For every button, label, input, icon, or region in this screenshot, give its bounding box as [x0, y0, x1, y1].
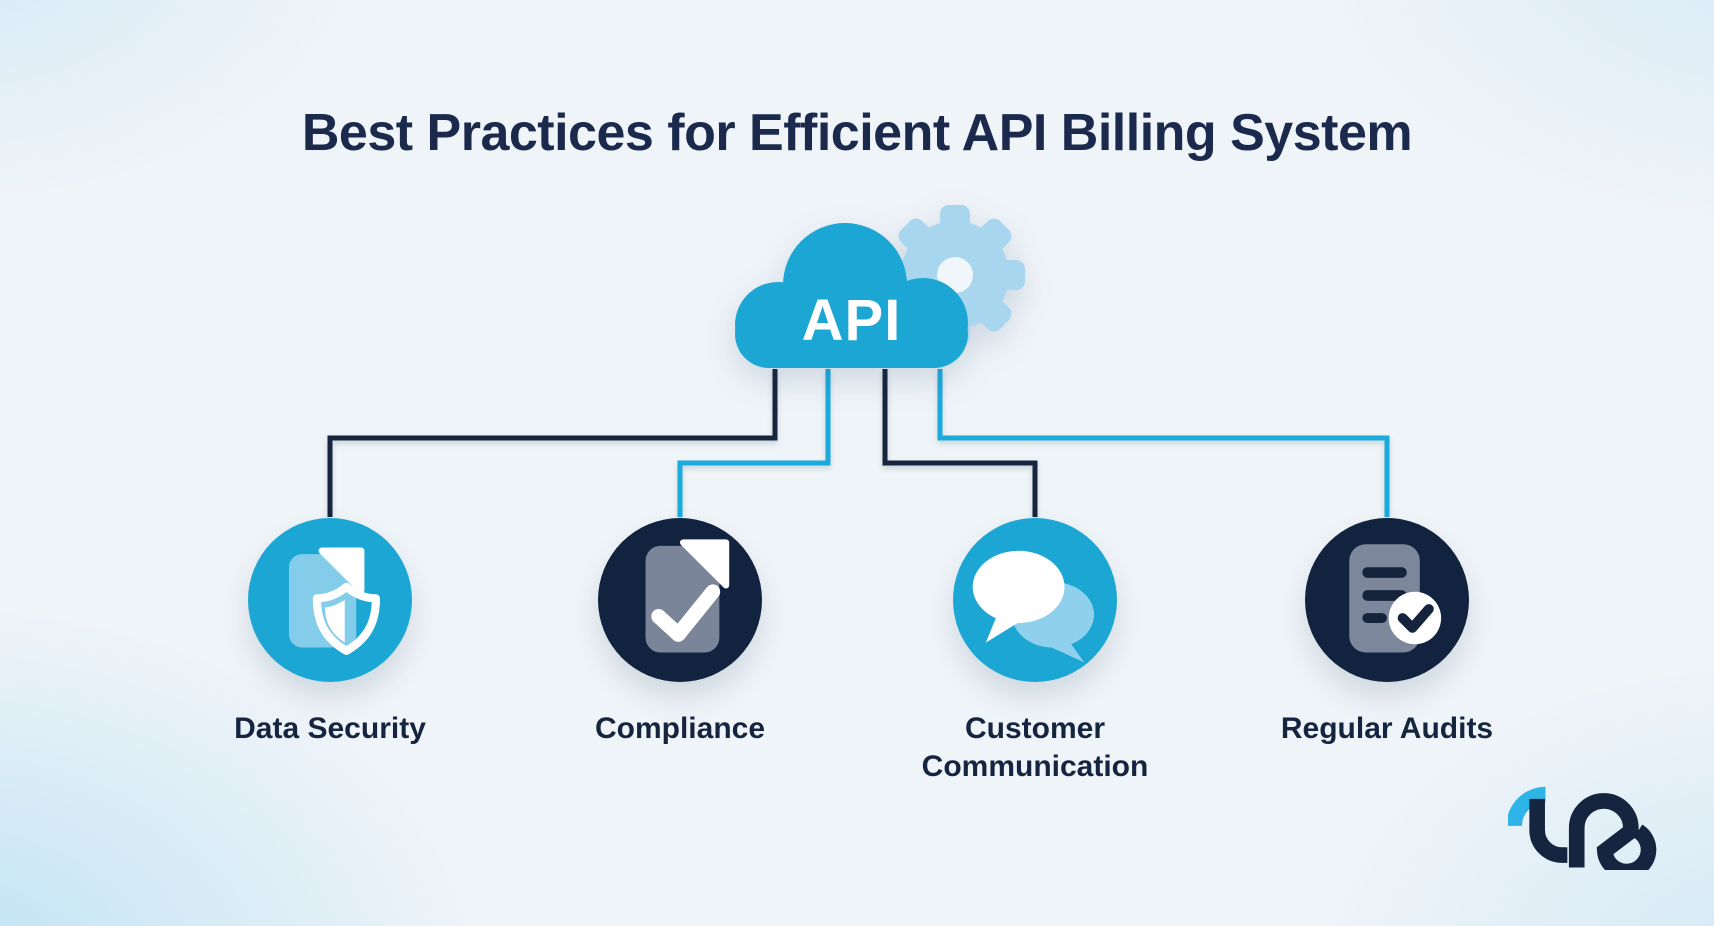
cloud-icon	[735, 223, 968, 368]
label-regular-audits: Regular Audits	[1280, 712, 1494, 745]
circle-regular-audits	[1305, 518, 1469, 682]
connector-regular-audits	[937, 369, 1390, 517]
circle-data-security	[248, 518, 412, 682]
circle-customer-communication	[953, 518, 1117, 682]
document-shield-icon	[289, 547, 381, 655]
logo-swoosh	[1508, 786, 1546, 827]
connector-compliance	[677, 369, 831, 517]
tro-logo	[1508, 786, 1657, 870]
label-compliance: Compliance	[594, 712, 766, 745]
cloud-api-label: API	[801, 288, 902, 353]
api-cloud	[735, 205, 1025, 368]
audit-checklist-icon	[1349, 544, 1442, 653]
label-data-security: Data Security	[234, 712, 426, 745]
chat-bubbles-icon	[972, 550, 1095, 663]
connector-data-security	[327, 369, 778, 517]
logo-ro	[1568, 793, 1657, 870]
page-title: Best Practices for Efficient API Billing…	[301, 104, 1413, 162]
circle-compliance	[598, 518, 762, 682]
label-customer-communication: Customer Communication	[921, 712, 1149, 783]
document-check-icon	[645, 539, 730, 653]
logo-t	[1529, 798, 1568, 863]
connector-customer-communication	[882, 369, 1038, 517]
